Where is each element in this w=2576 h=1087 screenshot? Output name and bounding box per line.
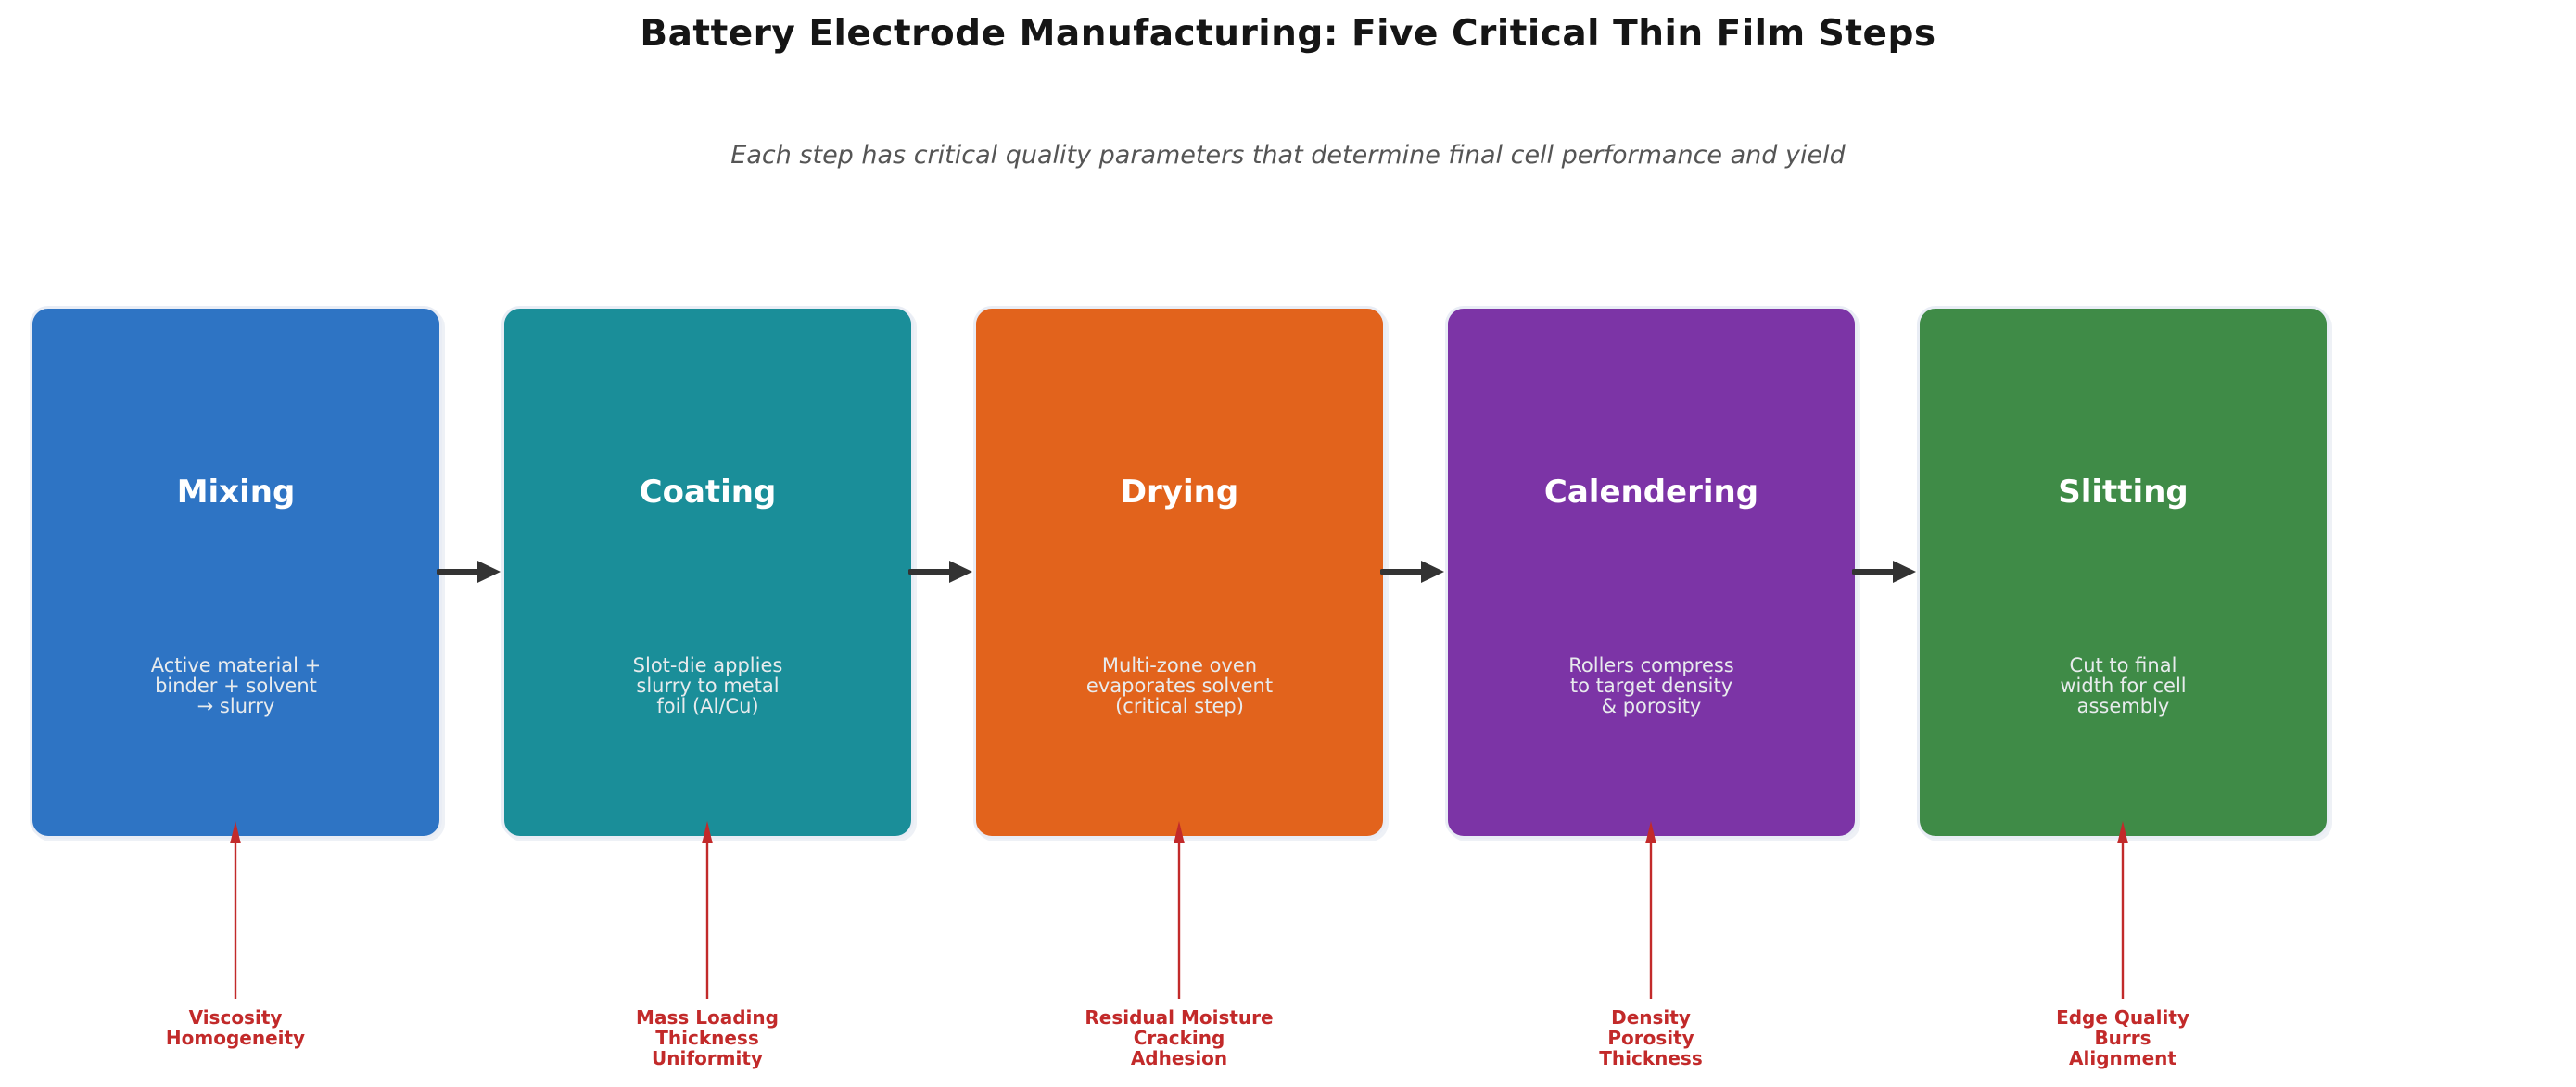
flow-arrow-icon: [1852, 561, 1916, 583]
quality-label-slitting: Edge Quality Burrs Alignment: [2056, 1006, 2189, 1069]
step-box-mixing: Mixing Active material + binder + solven…: [30, 306, 442, 839]
step-box-calendering: Calendering Rollers compress to target d…: [1445, 306, 1858, 839]
step-box-slitting: Slitting Cut to final width for cell ass…: [1917, 306, 2329, 839]
annotation-arrow-icon: [2117, 821, 2128, 999]
flow-arrow-icon: [908, 561, 972, 583]
flow-arrow-icon: [437, 561, 501, 583]
step-description-slitting: Cut to final width for cell assembly: [2060, 654, 2187, 717]
step-title-slitting: Slitting: [2058, 474, 2189, 511]
annotation-arrow-icon: [230, 821, 241, 999]
step-title-drying: Drying: [1120, 474, 1239, 511]
step-box-drying: Drying Multi-zone oven evaporates solven…: [973, 306, 1386, 839]
step-title-coating: Coating: [639, 474, 777, 511]
annotation-arrow-icon: [1645, 821, 1656, 999]
step-box-coating: Coating Slot-die applies slurry to metal…: [501, 306, 914, 839]
step-description-mixing: Active material + binder + solvent → slu…: [150, 654, 322, 717]
page-subtitle: Each step has critical quality parameter…: [730, 141, 1846, 170]
quality-label-calendering: Density Porosity Thickness: [1599, 1006, 1703, 1069]
step-title-calendering: Calendering: [1543, 474, 1759, 511]
step-description-drying: Multi-zone oven evaporates solvent (crit…: [1085, 654, 1274, 717]
step-description-coating: Slot-die applies slurry to metal foil (A…: [632, 654, 783, 717]
quality-label-coating: Mass Loading Thickness Uniformity: [636, 1006, 779, 1069]
step-title-mixing: Mixing: [176, 474, 296, 511]
annotation-arrow-icon: [1174, 821, 1185, 999]
annotation-arrow-icon: [702, 821, 713, 999]
step-description-calendering: Rollers compress to target density & por…: [1568, 654, 1734, 717]
quality-label-drying: Residual Moisture Cracking Adhesion: [1085, 1006, 1274, 1069]
flow-arrow-icon: [1380, 561, 1444, 583]
quality-label-mixing: Viscosity Homogeneity: [165, 1006, 306, 1049]
page-title: Battery Electrode Manufacturing: Five Cr…: [640, 13, 1936, 55]
